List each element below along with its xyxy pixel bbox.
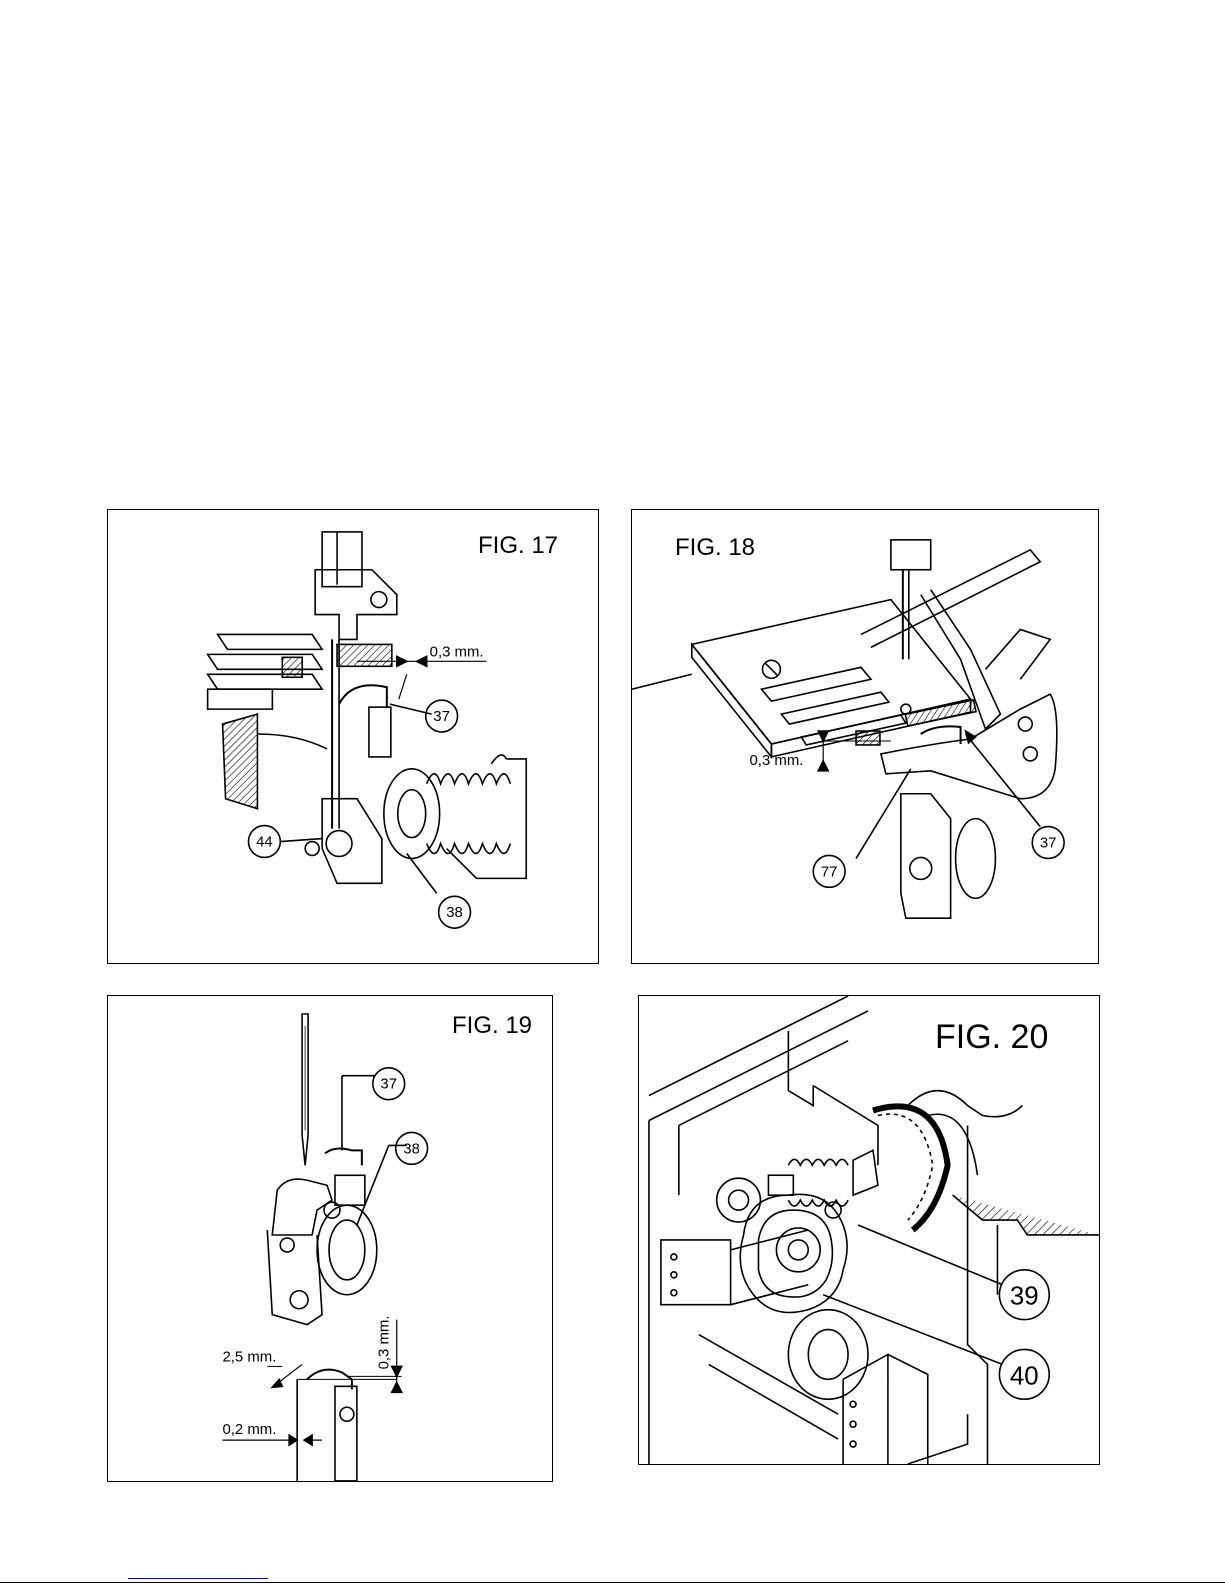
- dimension-label: 0,3 mm.: [430, 643, 484, 660]
- machine-frame-top: [649, 996, 868, 1125]
- figure-20-drawing: 39 40: [639, 996, 1099, 1464]
- spring-39: [788, 1159, 848, 1165]
- dimension-label: 0,3 mm.: [750, 752, 804, 769]
- callout-37: 37: [380, 1076, 397, 1093]
- figure-20-title: FIG. 20: [935, 1018, 1048, 1057]
- looper-cylinder-38: [384, 769, 440, 859]
- callout-39: 39: [1010, 1283, 1039, 1311]
- callout-40: 40: [1010, 1362, 1039, 1390]
- looper-holder: [272, 1179, 332, 1235]
- dimension-2-5: 2,5 mm.: [222, 1348, 276, 1365]
- figure-19-panel: 37 38 0,3 mm. 2,5 mm. 0,2 mm. FIG. 19: [107, 995, 553, 1482]
- figure-17-title: FIG. 17: [478, 532, 558, 560]
- figure-18-drawing: 77 37 0,3 mm.: [632, 510, 1098, 963]
- throat-plate-section: [337, 644, 392, 666]
- callout-37: 37: [433, 708, 450, 725]
- callout-37: 37: [1040, 835, 1057, 852]
- cylinder-38: [335, 1175, 365, 1205]
- machine-frame-right: [968, 1125, 988, 1464]
- needle-bar: [322, 532, 362, 587]
- looper-37: [339, 685, 387, 707]
- needle-holder: [891, 540, 931, 570]
- footer-link-underline: [128, 1578, 268, 1579]
- figure-20-panel: 39 40 FIG. 20: [638, 995, 1100, 1465]
- callout-77: 77: [821, 863, 838, 880]
- figure-17-drawing: 37 44 38 0,3 mm.: [108, 510, 598, 963]
- figure-18-panel: 77 37 0,3 mm. FIG. 18: [631, 509, 1099, 964]
- footer-rule: [0, 1582, 1225, 1583]
- figure-19-drawing: 37 38 0,3 mm. 2,5 mm. 0,2 mm.: [108, 996, 552, 1481]
- callout-38: 38: [446, 904, 463, 921]
- lower-holder: [335, 1386, 357, 1481]
- figure-19-title: FIG. 19: [452, 1012, 532, 1040]
- dimension-0-2: 0,2 mm.: [222, 1421, 276, 1438]
- timing-belt: [873, 1106, 948, 1230]
- callout-38: 38: [403, 1140, 420, 1157]
- fabric-section: [223, 714, 258, 809]
- dimension-0-3: 0,3 mm.: [376, 1316, 393, 1370]
- spring: [427, 774, 511, 784]
- figure-17-panel: 37 44 38 0,3 mm. FIG. 17: [107, 509, 599, 964]
- figure-18-title: FIG. 18: [675, 534, 755, 562]
- looper-holder: [901, 794, 951, 918]
- looper-37: [325, 1148, 362, 1165]
- callout-44: 44: [256, 834, 273, 851]
